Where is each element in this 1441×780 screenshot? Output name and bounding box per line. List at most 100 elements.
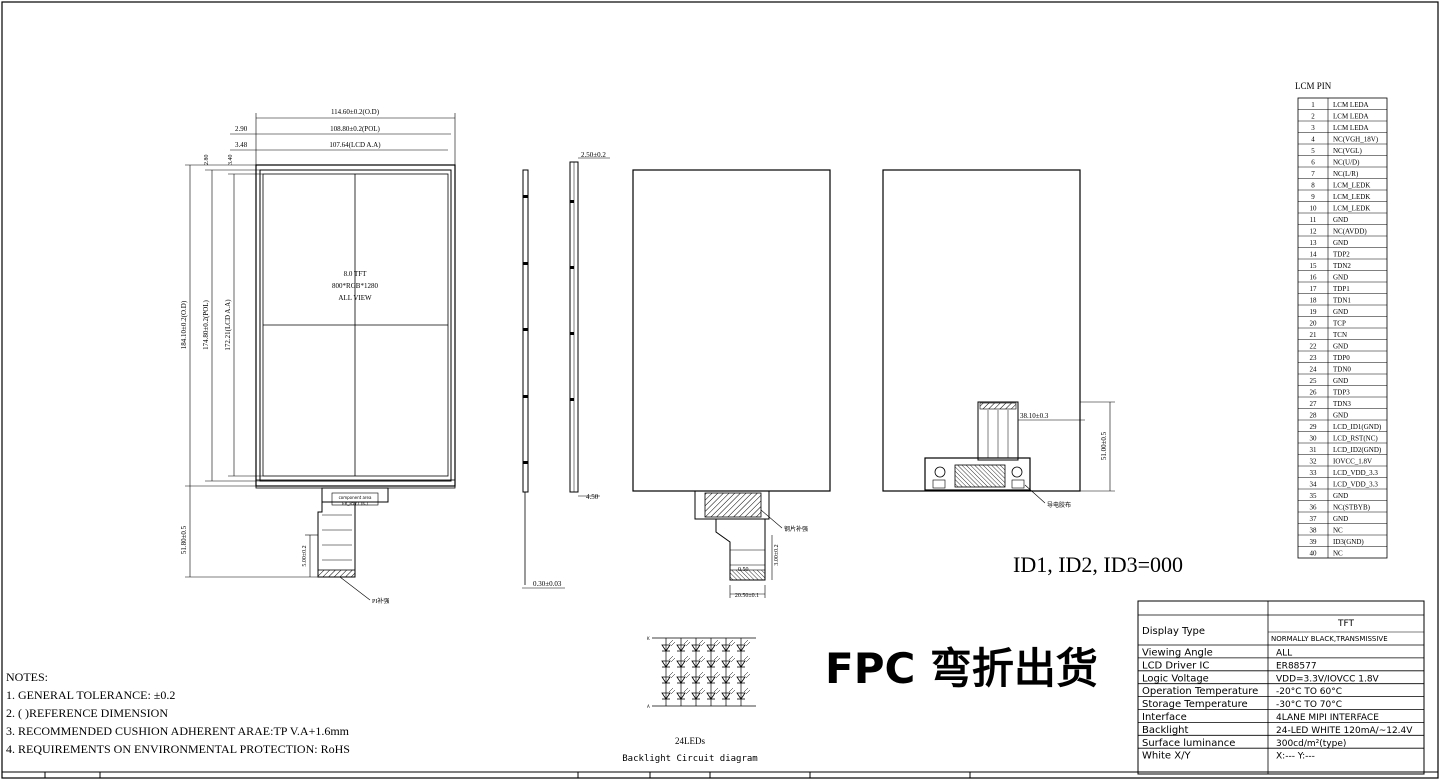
- pin-name: TDP0: [1333, 354, 1350, 362]
- pi-stiffener: [317, 569, 356, 578]
- pin-number: 37: [1310, 515, 1318, 523]
- dim-back-fpc-tail: 3.00±0.2: [774, 544, 780, 565]
- spec-value: -30°C TO 70°C: [1276, 700, 1342, 710]
- pin-number: 34: [1310, 481, 1318, 489]
- pin-name: NC: [1333, 550, 1343, 558]
- led-diode: [691, 671, 706, 684]
- id-pin-note: ID1, ID2, ID3=000: [1013, 552, 1183, 577]
- dim-aa-height: 172.21(LCD A.A): [224, 299, 232, 351]
- led-diode: [721, 655, 736, 668]
- note-4: 4. REQUIREMENTS ON ENVIRONMENTAL PROTECT…: [6, 742, 350, 756]
- pin-number: 36: [1310, 504, 1318, 512]
- pin-number: 22: [1310, 343, 1318, 351]
- front-view: 8.0 TFT 800*RGB*1280 ALL VIEW component …: [180, 108, 456, 605]
- module-outline: [255, 164, 456, 487]
- pin-name: GND: [1333, 492, 1348, 500]
- pin-name: GND: [1333, 377, 1348, 385]
- dim-fpc-thickness: 0.30±0.03: [533, 580, 562, 588]
- spec-label: Viewing Angle: [1142, 647, 1213, 658]
- pin-number: 18: [1310, 297, 1318, 305]
- spec-value: 24-LED WHITE 120mA/~12.4V: [1276, 726, 1413, 736]
- panel-spec-line-3: ALL VIEW: [338, 294, 372, 302]
- pin-number: 24: [1310, 366, 1318, 374]
- pin-number: 21: [1310, 331, 1318, 339]
- pin-number: 20: [1310, 320, 1318, 328]
- pi-stiffener-note: PI补强: [372, 597, 389, 605]
- backlight-circuit: K A 24LEDs Backlight Circuit diagram: [622, 636, 757, 764]
- pin-name: TDN1: [1333, 297, 1351, 305]
- pin-number: 14: [1310, 251, 1318, 259]
- pin-name: NC(STBYB): [1333, 504, 1371, 512]
- fpc-component-label: component area: [339, 495, 372, 500]
- pin-number: 26: [1310, 389, 1318, 397]
- led-diode: [736, 655, 751, 668]
- dim-bent-height-offset: 51.00±0.5: [1100, 431, 1108, 460]
- panel-spec-line-2: 800*RGB*1280: [332, 282, 378, 290]
- pin-number: 9: [1311, 193, 1315, 201]
- led-diode: [661, 655, 676, 668]
- led-grid: [661, 638, 751, 706]
- pin-number: 28: [1310, 412, 1318, 420]
- pin-number: 39: [1310, 538, 1318, 546]
- panel-spec-line-1: 8.0 TFT: [344, 270, 368, 278]
- dim-pol-height: 174.80±0.2(POL): [202, 299, 210, 349]
- pin-number: 13: [1310, 239, 1318, 247]
- pin-number: 7: [1311, 170, 1315, 178]
- spec-label: Interface: [1142, 712, 1187, 723]
- dim-side-small: 4.50: [586, 493, 599, 501]
- pin-name: TCN: [1333, 331, 1347, 339]
- pin-number: 10: [1310, 205, 1318, 213]
- dim-outline-height: 184.10±0.2(O.D): [180, 300, 188, 349]
- note-1: 1. GENERAL TOLERANCE: ±0.2: [6, 688, 175, 702]
- dim-left-offset-aa: 3.48: [235, 141, 248, 149]
- pin-number: 38: [1310, 527, 1318, 535]
- fpc-bending-notice: FPC 弯折出货: [825, 644, 1098, 693]
- pin-number: 27: [1310, 400, 1318, 408]
- pin-number: 8: [1311, 182, 1315, 190]
- notes-title: NOTES:: [6, 670, 48, 684]
- pin-name: LCM LEDA: [1333, 101, 1369, 109]
- pin-name: NC(VGL): [1333, 147, 1362, 155]
- bent-panel-outline: [882, 169, 1081, 492]
- pin-name: TDP3: [1333, 389, 1350, 397]
- note-2: 2. ( )REFERENCE DIMENSION: [6, 706, 168, 720]
- pin-name: GND: [1333, 274, 1348, 282]
- pin-number: 6: [1311, 159, 1315, 167]
- pin-number: 30: [1310, 435, 1318, 443]
- pin-number: 32: [1310, 458, 1318, 466]
- led-diode: [736, 639, 751, 652]
- spec-label: Logic Voltage: [1142, 673, 1209, 684]
- dim-pitch: 0.50: [738, 567, 749, 573]
- backlight-caption: Backlight Circuit diagram: [622, 754, 757, 764]
- pin-number: 35: [1310, 492, 1318, 500]
- pin-number: 12: [1310, 228, 1318, 236]
- led-diode: [721, 687, 736, 700]
- pin-name: LCM_LEDK: [1333, 182, 1370, 190]
- pin-name: TDN2: [1333, 262, 1351, 270]
- pin-name: LCM LEDA: [1333, 124, 1369, 132]
- spec-value: ALL: [1276, 648, 1292, 658]
- pin-name: GND: [1333, 216, 1348, 224]
- note-3: 3. RECOMMENDED CUSHION ADHERENT ARAE:TP …: [6, 724, 350, 738]
- pin-name: LCM LEDA: [1333, 113, 1369, 121]
- polarizer-outline: [259, 169, 452, 482]
- pin-number: 19: [1310, 308, 1318, 316]
- dim-top-offset-2: 3.40: [228, 155, 234, 166]
- pin-number: 1: [1311, 101, 1315, 109]
- pin-number: 23: [1310, 354, 1318, 362]
- pin-number: 31: [1310, 446, 1318, 454]
- spec-label: Backlight: [1142, 725, 1189, 736]
- dim-outline-width: 114.60±0.2(O.D): [331, 108, 380, 116]
- back-panel-outline: [632, 169, 831, 492]
- dim-top-offset-1: 2.80: [204, 155, 210, 166]
- pin-name: GND: [1333, 308, 1348, 316]
- led-diode: [661, 639, 676, 652]
- pin-name: TCP: [1333, 320, 1346, 328]
- pin-name: GND: [1333, 239, 1348, 247]
- spec-value-secondary: NORMALLY BLACK,TRANSMISSIVE: [1271, 635, 1388, 643]
- led-diode: [661, 671, 676, 684]
- bent-view: 38.10±0.3 51.00±0.5 导电胶布 ID1, ID2, ID3=0…: [882, 169, 1183, 577]
- notes-block: NOTES: 1. GENERAL TOLERANCE: ±0.2 2. ( )…: [6, 670, 350, 756]
